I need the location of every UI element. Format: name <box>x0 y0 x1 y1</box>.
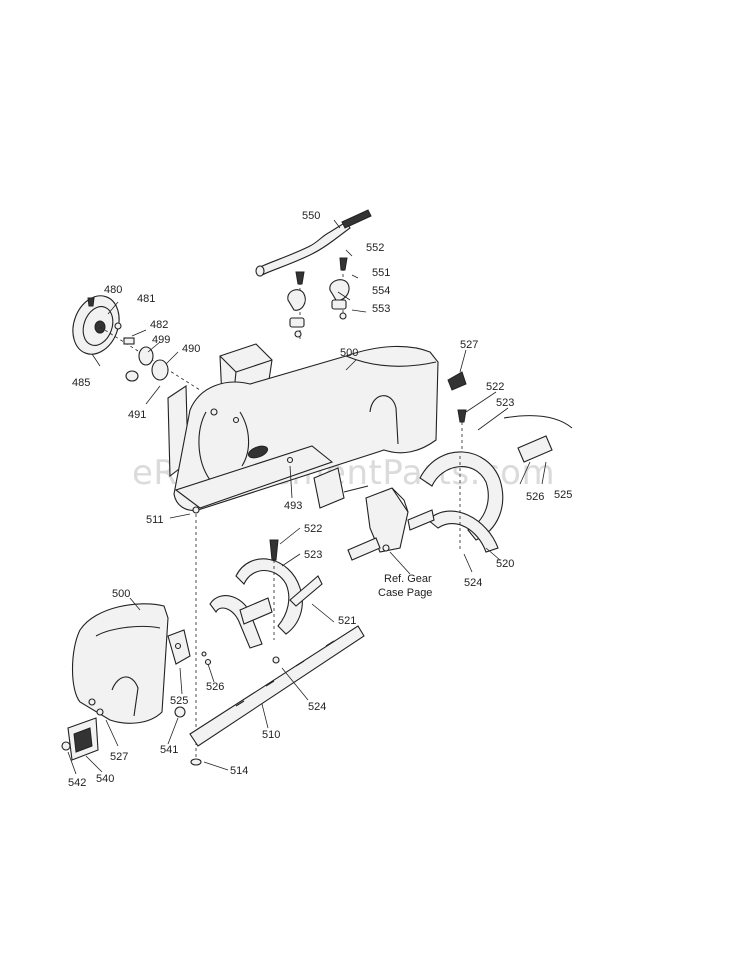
label-525-upper: 525 <box>554 489 572 501</box>
auger-521 <box>209 539 323 664</box>
label-526-upper: 526 <box>526 491 544 503</box>
label-500-lower: 500 <box>112 588 130 600</box>
label-520: 520 <box>496 558 514 570</box>
label-550: 550 <box>302 210 320 222</box>
reference-note: Ref. Gear Case Page <box>378 573 432 599</box>
label-524-upper: 524 <box>464 577 482 589</box>
part-number-labels: 550 552 551 554 553 480 481 482 499 490 … <box>68 210 572 789</box>
label-541: 541 <box>160 744 178 756</box>
ref-note-line1: Ref. Gear <box>384 573 432 585</box>
label-551: 551 <box>372 267 390 279</box>
label-540: 540 <box>96 773 114 785</box>
skid-shoe-540 <box>61 706 186 761</box>
right-bearing-parts <box>447 371 573 470</box>
label-480: 480 <box>104 284 122 296</box>
label-554: 554 <box>372 285 390 297</box>
label-523-lower: 523 <box>304 549 322 561</box>
gear-case-and-shaft <box>313 467 435 561</box>
label-510: 510 <box>262 729 280 741</box>
leader-lines <box>67 219 547 775</box>
label-493: 493 <box>284 500 302 512</box>
label-524-lower: 524 <box>308 701 326 713</box>
handle-brackets <box>287 257 350 340</box>
label-514: 514 <box>230 765 248 777</box>
label-527-lower: 527 <box>110 751 128 763</box>
label-485: 485 <box>72 377 90 389</box>
ref-note-line2: Case Page <box>378 587 432 599</box>
auger-housing-upper <box>167 343 439 760</box>
auger-520 <box>419 451 504 553</box>
chute-handle-550 <box>255 209 372 277</box>
label-521: 521 <box>338 615 356 627</box>
label-522-upper: 522 <box>486 381 504 393</box>
housing-side-500 <box>72 603 212 724</box>
label-523-upper: 523 <box>496 397 514 409</box>
label-500-upper: 500 <box>340 347 358 359</box>
label-527-upper: 527 <box>460 339 478 351</box>
label-525-lower: 525 <box>170 695 188 707</box>
label-553: 553 <box>372 303 390 315</box>
label-522-lower: 522 <box>304 523 322 535</box>
label-499: 499 <box>152 334 170 346</box>
label-482: 482 <box>150 319 168 331</box>
label-490: 490 <box>182 343 200 355</box>
scraper-bar-510 <box>189 625 365 766</box>
label-481: 481 <box>137 293 155 305</box>
pulley-480 <box>72 295 120 355</box>
label-542: 542 <box>68 777 86 789</box>
pulley-shaft-parts <box>99 322 201 391</box>
label-491: 491 <box>128 409 146 421</box>
label-526-lower: 526 <box>206 681 224 693</box>
label-552: 552 <box>366 242 384 254</box>
label-511: 511 <box>146 514 164 526</box>
